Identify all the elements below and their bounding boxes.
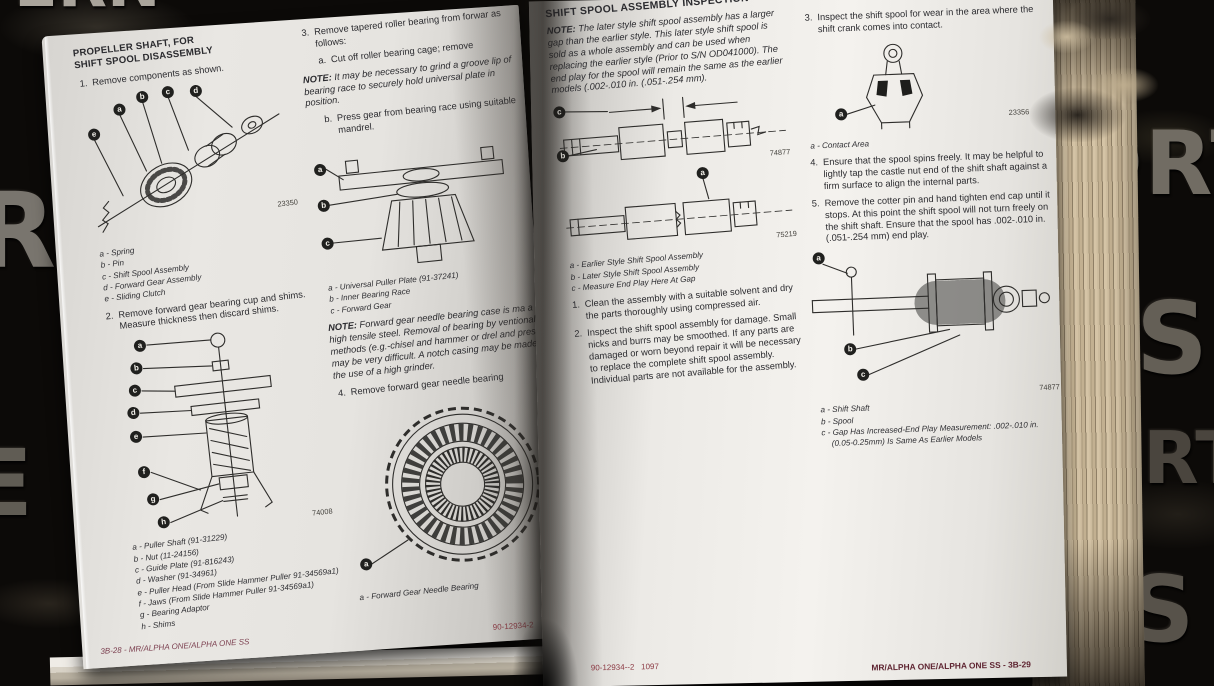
embossed-letter: ERN — [14, 0, 161, 22]
figure-contact-area: a 23356 — [832, 35, 1029, 135]
exploded-shaft-drawing — [94, 96, 280, 233]
step-5: 5. Remove the cotter pin and hand tighte… — [811, 189, 1050, 244]
earlier-spool-drawing — [566, 178, 793, 241]
contact-area-drawing — [846, 43, 924, 130]
later-spool-drawing — [559, 97, 786, 161]
note-later-style-spool: NOTE: The later style shift spool assemb… — [546, 7, 783, 96]
left-page: PROPELLER SHAFT, FOR SHIFT SPOOL DISASSE… — [41, 4, 561, 670]
puller-drawing — [139, 332, 273, 524]
figure-needle-bearing: a — [336, 383, 561, 589]
embossed-letter: E — [0, 430, 33, 537]
needle-bearing-drawing — [371, 407, 541, 565]
step-3: 3. Inspect the shift spool for wear in t… — [804, 3, 1034, 35]
left-page-footer: 3B-28 - MR/ALPHA ONE/ALPHA ONE SS — [100, 637, 250, 656]
left-page-part-number: 90-12934-2 — [492, 620, 534, 632]
figure-number: 74877 — [1039, 382, 1060, 393]
book-corner-wear — [1026, 0, 1162, 142]
embossed-letter: R — [0, 170, 57, 292]
spool-end-play-drawing — [811, 264, 1050, 376]
figure-number: 74877 — [769, 147, 791, 158]
figure-labels: a - Puller Shaft (91-31229)b - Nut (11-2… — [132, 519, 349, 632]
right-page-footer: MR/ALPHA ONE/ALPHA ONE SS - 3B-29 — [871, 659, 1031, 673]
embossed-letter: S — [1136, 280, 1209, 397]
step-4: 4. Ensure that the spool spins freely. I… — [810, 148, 1048, 192]
figure-earlier-style-spool: a 75219 — [559, 160, 799, 257]
press-gear-drawing — [325, 145, 505, 264]
figure-number: 74008 — [311, 506, 334, 518]
right-column-2: 3. Inspect the shift spool for wear in t… — [801, 0, 1062, 456]
figure-number: 75219 — [775, 229, 798, 240]
right-page: SHIFT SPOOL ASSEMBLY INSPECTION NOTE: Th… — [528, 0, 1068, 686]
left-column-1: PROPELLER SHAFT, FOR SHIFT SPOOL DISASSE… — [72, 25, 349, 639]
right-page-part-number: 90-12934--2 1097 — [590, 661, 659, 673]
right-column-1: SHIFT SPOOL ASSEMBLY INSPECTION NOTE: Th… — [545, 0, 813, 394]
step-2: 2. Inspect the shift spool assembly for … — [574, 311, 802, 386]
